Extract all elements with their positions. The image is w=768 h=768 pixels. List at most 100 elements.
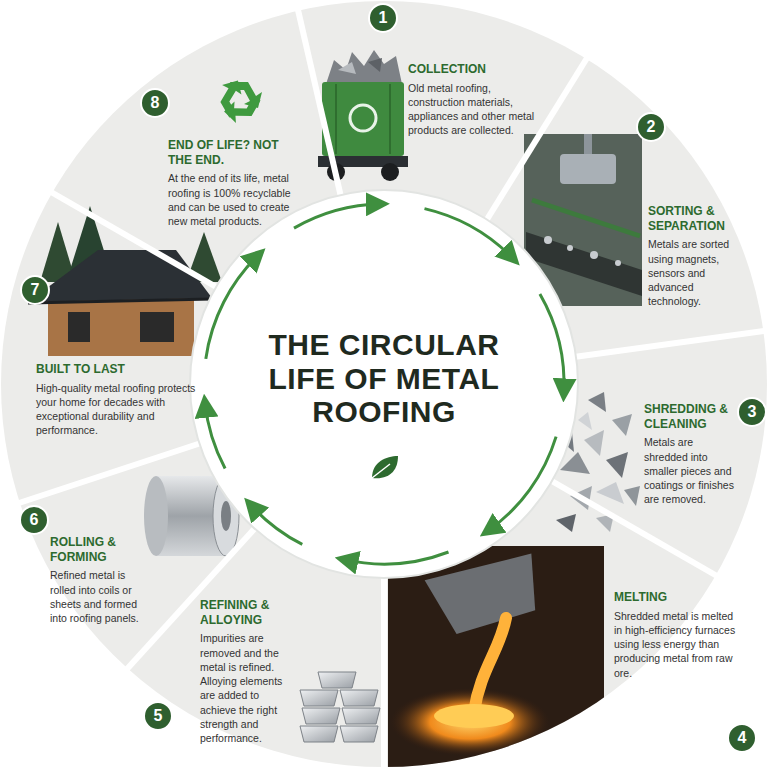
stage-segment: SORTING & SEPARATION Metals are sorted us… bbox=[648, 204, 746, 309]
magnet-shaft bbox=[584, 134, 592, 156]
callout-number: 5 bbox=[143, 701, 173, 731]
stage-heading: SORTING & SEPARATION bbox=[648, 204, 746, 233]
furnace-background bbox=[388, 546, 604, 768]
stage-segment: REFINING & ALLOYING Impurities are remove… bbox=[200, 598, 295, 745]
ingot bbox=[300, 690, 338, 706]
shred bbox=[584, 430, 604, 456]
shred bbox=[596, 482, 624, 504]
cycle-arrow bbox=[294, 204, 381, 228]
callout-number: 2 bbox=[636, 112, 666, 142]
stage-description: At the end of its life, metal roofing is… bbox=[168, 171, 292, 228]
house-wall bbox=[48, 296, 194, 356]
stage-heading: MELTING bbox=[614, 590, 738, 605]
cycle-arrow bbox=[540, 294, 564, 393]
window bbox=[68, 312, 90, 342]
stage-description: Impurities are removed and the metal is … bbox=[200, 631, 295, 745]
coil-hole bbox=[221, 501, 231, 531]
separator bbox=[381, 576, 387, 768]
scrap-pile bbox=[326, 50, 402, 84]
container-rib bbox=[389, 84, 391, 154]
cycle-arrow bbox=[205, 403, 225, 469]
container-rib bbox=[335, 84, 337, 154]
metal-piece bbox=[615, 260, 621, 266]
shred bbox=[556, 514, 576, 532]
leaf-icon bbox=[372, 456, 398, 478]
recycle-arrow-shape bbox=[213, 77, 252, 118]
cycle-arrow bbox=[425, 209, 514, 259]
stage-description: Old metal roofing, construction material… bbox=[408, 81, 536, 138]
center-title: THE CIRCULAR LIFE OF METAL ROOFING bbox=[254, 328, 514, 429]
stage-heading: COLLECTION bbox=[408, 62, 536, 77]
scrap-piece bbox=[338, 62, 356, 74]
furnace-illustration bbox=[388, 546, 604, 768]
metal-roof bbox=[28, 250, 212, 302]
window bbox=[140, 312, 174, 342]
metal-piece bbox=[567, 245, 573, 251]
shred bbox=[624, 486, 640, 506]
magnet bbox=[560, 154, 616, 184]
ingot bbox=[340, 690, 378, 706]
callout-number: 7 bbox=[20, 275, 50, 305]
callout-number: 1 bbox=[368, 3, 398, 33]
stage-description: Metals are shredded into smaller pieces … bbox=[644, 435, 734, 506]
stage-heading: REFINING & ALLOYING bbox=[200, 598, 295, 627]
molten-glow bbox=[390, 688, 550, 756]
cycle-arrow bbox=[250, 504, 302, 544]
metal-piece bbox=[544, 236, 552, 244]
separator bbox=[19, 443, 201, 503]
metal-piece bbox=[590, 251, 598, 259]
molten-pool bbox=[434, 704, 514, 728]
stage-segment: SHREDDING & CLEANING Metals are shredded … bbox=[644, 402, 734, 507]
callout-number: 3 bbox=[737, 397, 767, 427]
recycle-arrow bbox=[213, 77, 252, 118]
shred bbox=[578, 412, 592, 430]
separator bbox=[298, 10, 341, 197]
recycle-mark bbox=[350, 105, 376, 131]
gutter bbox=[28, 299, 212, 303]
ingot bbox=[302, 708, 340, 724]
cycle-arrow bbox=[344, 552, 449, 564]
recycle-icon bbox=[213, 77, 262, 128]
stage-description: High-quality metal roofing protects your… bbox=[36, 381, 196, 438]
molten-stream bbox=[474, 618, 506, 712]
scrap-piece bbox=[368, 58, 382, 72]
stage-heading: END OF LIFE? NOT THE END. bbox=[168, 138, 292, 167]
shred bbox=[606, 452, 628, 478]
container bbox=[322, 82, 404, 156]
inner-disc bbox=[190, 190, 578, 578]
stage-description: Metals are sorted using magnets, sensors… bbox=[648, 237, 746, 308]
stage-description: Refined metal is rolled into coils or sh… bbox=[50, 568, 146, 625]
wheel bbox=[381, 163, 399, 181]
ingot bbox=[340, 726, 378, 742]
separator bbox=[486, 58, 587, 221]
callout-number: 8 bbox=[140, 88, 170, 118]
ingots-illustration bbox=[300, 672, 380, 742]
ingot bbox=[318, 672, 356, 688]
leaf-vein bbox=[372, 464, 390, 478]
stage-segment: END OF LIFE? NOT THE END. At the end of i… bbox=[168, 138, 292, 228]
callout-number: 6 bbox=[19, 505, 49, 535]
stage-description: Shredded metal is melted in high-efficie… bbox=[614, 609, 738, 680]
shred bbox=[612, 414, 632, 436]
cycle-arrow bbox=[487, 437, 556, 532]
green-rail bbox=[532, 200, 640, 236]
ingot bbox=[300, 726, 338, 742]
stage-heading: ROLLING & FORMING bbox=[50, 535, 146, 564]
ingot bbox=[342, 708, 380, 724]
stage-heading: SHREDDING & CLEANING bbox=[644, 402, 734, 431]
stage-segment: ROLLING & FORMING Refined metal is rolled… bbox=[50, 535, 146, 625]
leaf-shape bbox=[372, 456, 398, 478]
stage-segment: MELTING Shredded metal is melted in high-… bbox=[614, 590, 738, 680]
stage-segment: BUILT TO LAST High-quality metal roofing … bbox=[36, 362, 196, 438]
callout-number: 4 bbox=[727, 723, 757, 753]
stage-heading: BUILT TO LAST bbox=[36, 362, 196, 377]
coil-back bbox=[144, 476, 168, 556]
shred bbox=[588, 392, 606, 412]
stage-segment: COLLECTION Old metal roofing, constructio… bbox=[408, 62, 536, 138]
house-illustration bbox=[28, 206, 222, 356]
wedge-separators bbox=[19, 10, 764, 768]
separator bbox=[574, 331, 764, 357]
cycle-arrow bbox=[206, 255, 259, 359]
